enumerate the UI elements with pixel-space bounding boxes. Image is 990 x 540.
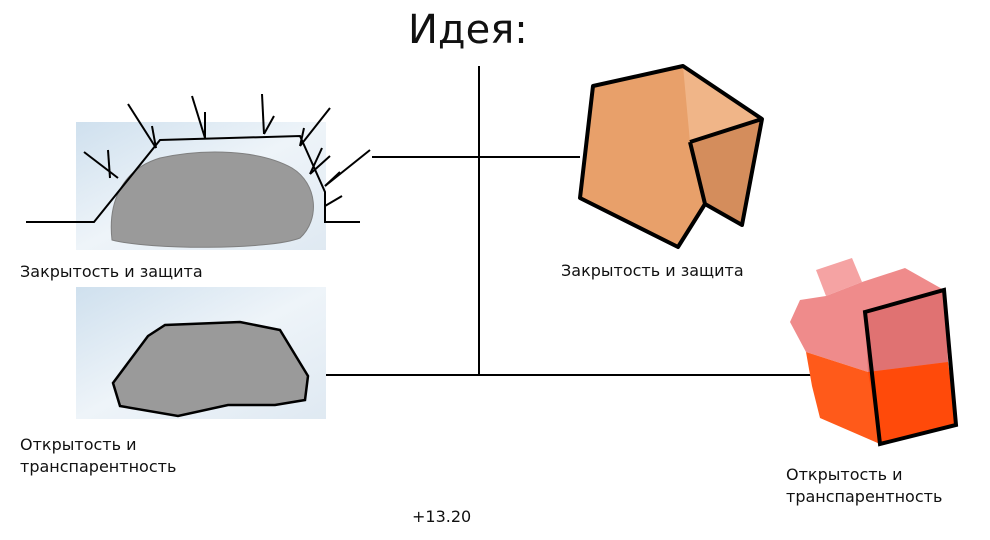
closed-shelter-illustration	[26, 93, 371, 250]
label-right-open: Открытость и транспарентность	[786, 464, 942, 508]
box-outline	[578, 64, 764, 249]
box-inner-face	[690, 119, 762, 225]
diagram-title: Идея:	[408, 7, 528, 53]
box-edge-shadow	[683, 66, 762, 142]
block-top-arm	[816, 258, 862, 296]
defensive-spikes	[83, 93, 371, 207]
label-left-open-line1: Открытость и	[20, 435, 137, 454]
rock-shape	[110, 151, 314, 248]
block-outline	[862, 287, 959, 447]
footer-time: +13.20	[412, 507, 472, 526]
open-block-illustration	[790, 258, 959, 447]
open-rock-shape	[111, 320, 310, 418]
label-left-open-line2: транспарентность	[20, 457, 177, 476]
connector-lines	[318, 66, 820, 376]
block-right-pink	[865, 290, 948, 372]
label-right-open-line2: транспарентность	[786, 487, 943, 506]
open-rock-illustration	[76, 287, 326, 419]
shelter-outline	[26, 134, 360, 223]
closed-box-illustration	[578, 64, 764, 249]
label-left-closed: Закрытость и защита	[20, 262, 203, 281]
label-left-open: Открытость и транспарентность	[20, 434, 176, 478]
block-front-red	[868, 362, 956, 444]
label-right-closed: Закрытость и защита	[561, 261, 744, 280]
label-right-open-line1: Открытость и	[786, 465, 903, 484]
